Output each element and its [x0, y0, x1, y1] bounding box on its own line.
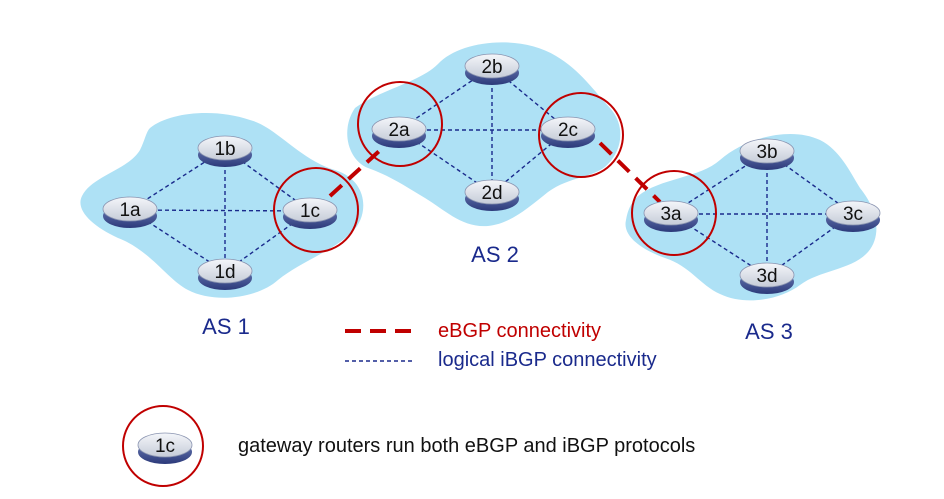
router-1b: 1b — [197, 135, 253, 167]
router-label: 2a — [388, 120, 410, 141]
gateway-ring-2c — [538, 92, 624, 178]
gateway-ring-3a — [631, 170, 717, 256]
router-label: 2d — [481, 183, 502, 204]
router-label: 1a — [119, 200, 141, 221]
legend-ibgp-label: logical iBGP connectivity — [438, 349, 657, 371]
router-3d: 3d — [739, 262, 795, 294]
router-label: 2c — [558, 120, 578, 141]
as2-label: AS 2 — [471, 242, 519, 267]
router-1a: 1a — [102, 196, 158, 228]
router-1c: 1c — [282, 197, 338, 229]
gateway-note-text: gateway routers run both eBGP and iBGP p… — [238, 435, 695, 457]
legend-ebgp-label: eBGP connectivity — [438, 320, 601, 342]
router-2c: 2c — [540, 116, 596, 148]
gateway-ring-1c — [273, 167, 359, 253]
router-label: 3b — [756, 142, 777, 163]
router-label: 1c — [155, 436, 175, 457]
router-label: 1b — [214, 139, 235, 160]
ebgp-link-2c-3a — [598, 141, 662, 204]
as3-label: AS 3 — [745, 319, 793, 344]
router-label: 2b — [481, 57, 502, 78]
router-2d: 2d — [464, 179, 520, 211]
router-label: 3d — [756, 266, 777, 287]
ibgp-link — [670, 213, 768, 277]
ebgp-link-1c-2a — [328, 141, 390, 198]
gateway-ring-2a — [357, 81, 443, 167]
router-2b: 2b — [464, 53, 520, 85]
router-3a: 3a — [643, 200, 699, 232]
ebgp-links — [328, 141, 662, 204]
as2-cloud — [347, 42, 621, 227]
router-2a: 2a — [371, 116, 427, 148]
gateway-example-ring — [122, 405, 204, 487]
as1-label: AS 1 — [202, 314, 250, 339]
router-1d: 1d — [197, 258, 253, 290]
router-3c: 3c — [825, 200, 881, 232]
router-label: 3a — [660, 204, 682, 225]
gateway-example-router: 1c — [137, 432, 193, 464]
router-label: 1d — [214, 262, 235, 283]
as1-cloud — [80, 113, 364, 298]
ibgp-link — [129, 209, 311, 212]
ibgp-link — [670, 151, 768, 215]
router-label: 1c — [300, 201, 320, 222]
router-label: 3c — [843, 204, 863, 225]
router-3b: 3b — [739, 138, 795, 170]
as3-cloud — [625, 133, 877, 301]
gateway-rings — [273, 81, 717, 256]
